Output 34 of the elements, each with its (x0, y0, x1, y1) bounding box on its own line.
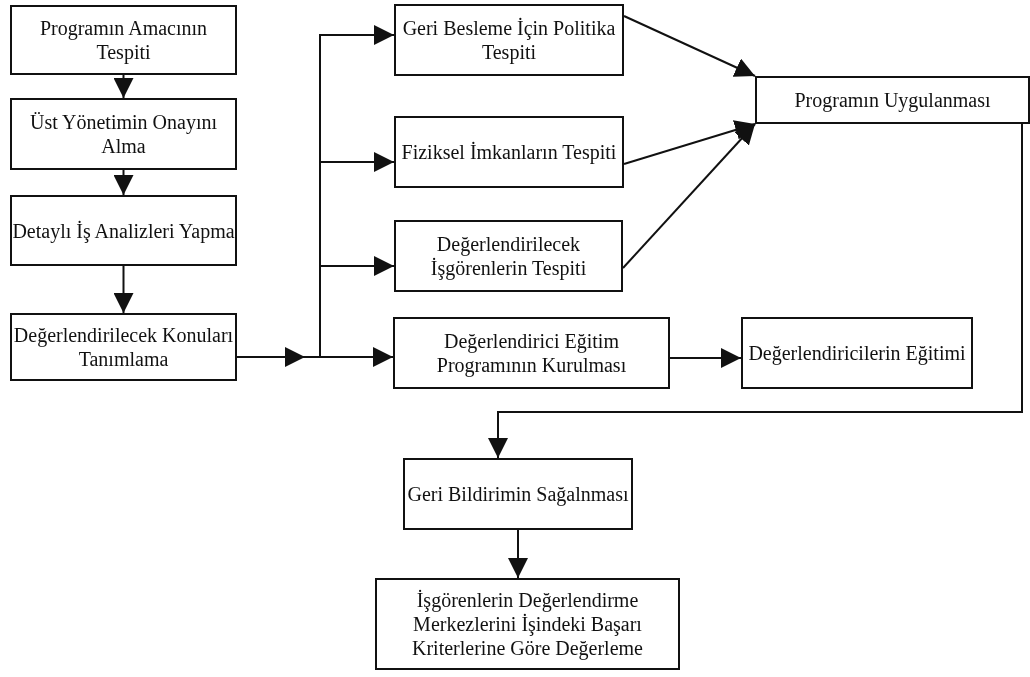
process-box (741, 317, 973, 389)
box-label: Geri Besleme İçin Politika Tespiti (401, 16, 617, 64)
arrow (623, 15, 756, 77)
process-box (403, 458, 633, 530)
box-label: İşgörenlerin Değerlendirme Merkezlerini İşindeki Başarı Kriterlerine Göre Değerleme (411, 588, 644, 660)
box-label: Değerlendirici Eğitim Programının Kurulması (435, 329, 628, 377)
box-label: Fiziksel İmkanların Tespiti (401, 140, 617, 164)
arrow (488, 123, 1023, 459)
arrow (113, 169, 134, 196)
process-box (10, 5, 237, 75)
box-label: Programın Amacının Tespiti (38, 16, 209, 64)
arrow (669, 348, 742, 368)
box-label: Geri Bildirimin Sağalnması (407, 482, 629, 506)
box-label: Değerlendirilecek Konuları Tanımlama (12, 323, 235, 371)
box-label: Üst Yönetimin Onayını Alma (29, 110, 218, 158)
process-box (10, 98, 237, 170)
arrow (508, 529, 528, 579)
process-box (10, 195, 237, 266)
box-label: Programın Uygulanması (794, 88, 991, 112)
arrow (113, 265, 134, 314)
arrow (113, 74, 134, 99)
box-label: Değerlendiricilerin Eğitimi (748, 341, 966, 365)
process-box (394, 4, 624, 76)
arrow (623, 120, 756, 165)
process-box (10, 313, 237, 381)
process-box (755, 76, 1030, 124)
box-label: Değerlendirilecek İşgörenlerin Tespiti (429, 232, 588, 280)
arrow (236, 347, 394, 367)
process-box (394, 220, 623, 292)
process-box (375, 578, 680, 670)
arrow (622, 123, 756, 269)
process-box (393, 317, 670, 389)
box-label: Detaylı İş Analizleri Yapma (12, 218, 235, 243)
process-box (394, 116, 624, 188)
